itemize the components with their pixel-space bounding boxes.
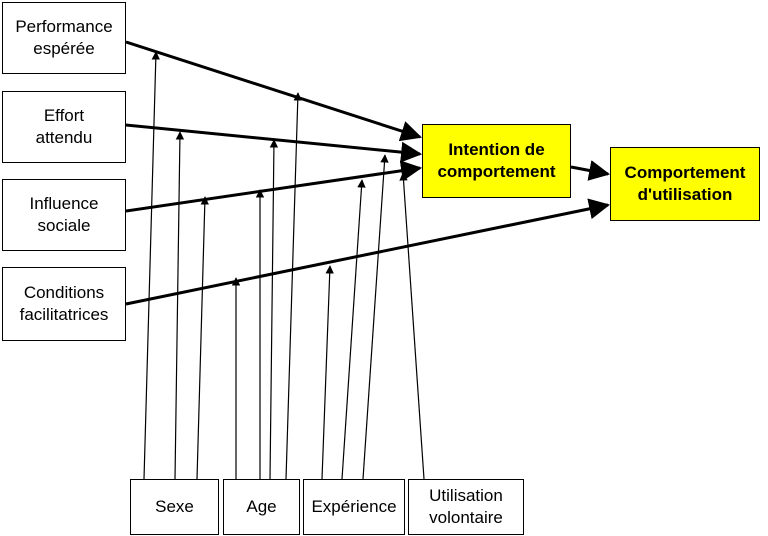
node-performance-esperee: Performance espérée — [2, 2, 126, 74]
edge-intention-to-behavior — [570, 160, 611, 181]
edge-sexe-moderates-effort — [174, 131, 185, 480]
edge-age-moderates-performance — [285, 92, 302, 480]
node-conditions-facilitatrices: Conditions facilitatrices — [2, 267, 126, 341]
node-effort-attendu: Effort attendu — [2, 91, 126, 163]
edge-sexe-moderates-influence — [196, 196, 209, 480]
node-age: Age — [223, 479, 300, 535]
edge-experience-moderates-influence — [341, 179, 366, 480]
edge-sexe-moderates-performance — [143, 51, 160, 480]
node-utilisation-volontaire: Utilisation volontaire — [408, 479, 524, 535]
node-sexe: Sexe — [130, 479, 219, 535]
edge-experience-moderates-effort — [362, 154, 389, 480]
edge-performance-to-intention — [125, 40, 422, 142]
edge-volontaire-moderates-influence — [399, 172, 425, 480]
edge-effort-to-intention — [125, 123, 423, 163]
node-comportement-utilisation: Comportement d'utilisation — [610, 147, 760, 221]
node-intention-de-comportement: Intention de comportement — [422, 124, 571, 198]
edge-age-moderates-effort — [269, 139, 279, 480]
diagram-edges — [125, 40, 611, 480]
node-influence-sociale: Influence sociale — [2, 179, 126, 251]
edge-experience-moderates-conditions — [321, 265, 334, 480]
node-experience: Expérience — [303, 479, 405, 535]
edge-conditions-to-behavior — [125, 198, 611, 306]
